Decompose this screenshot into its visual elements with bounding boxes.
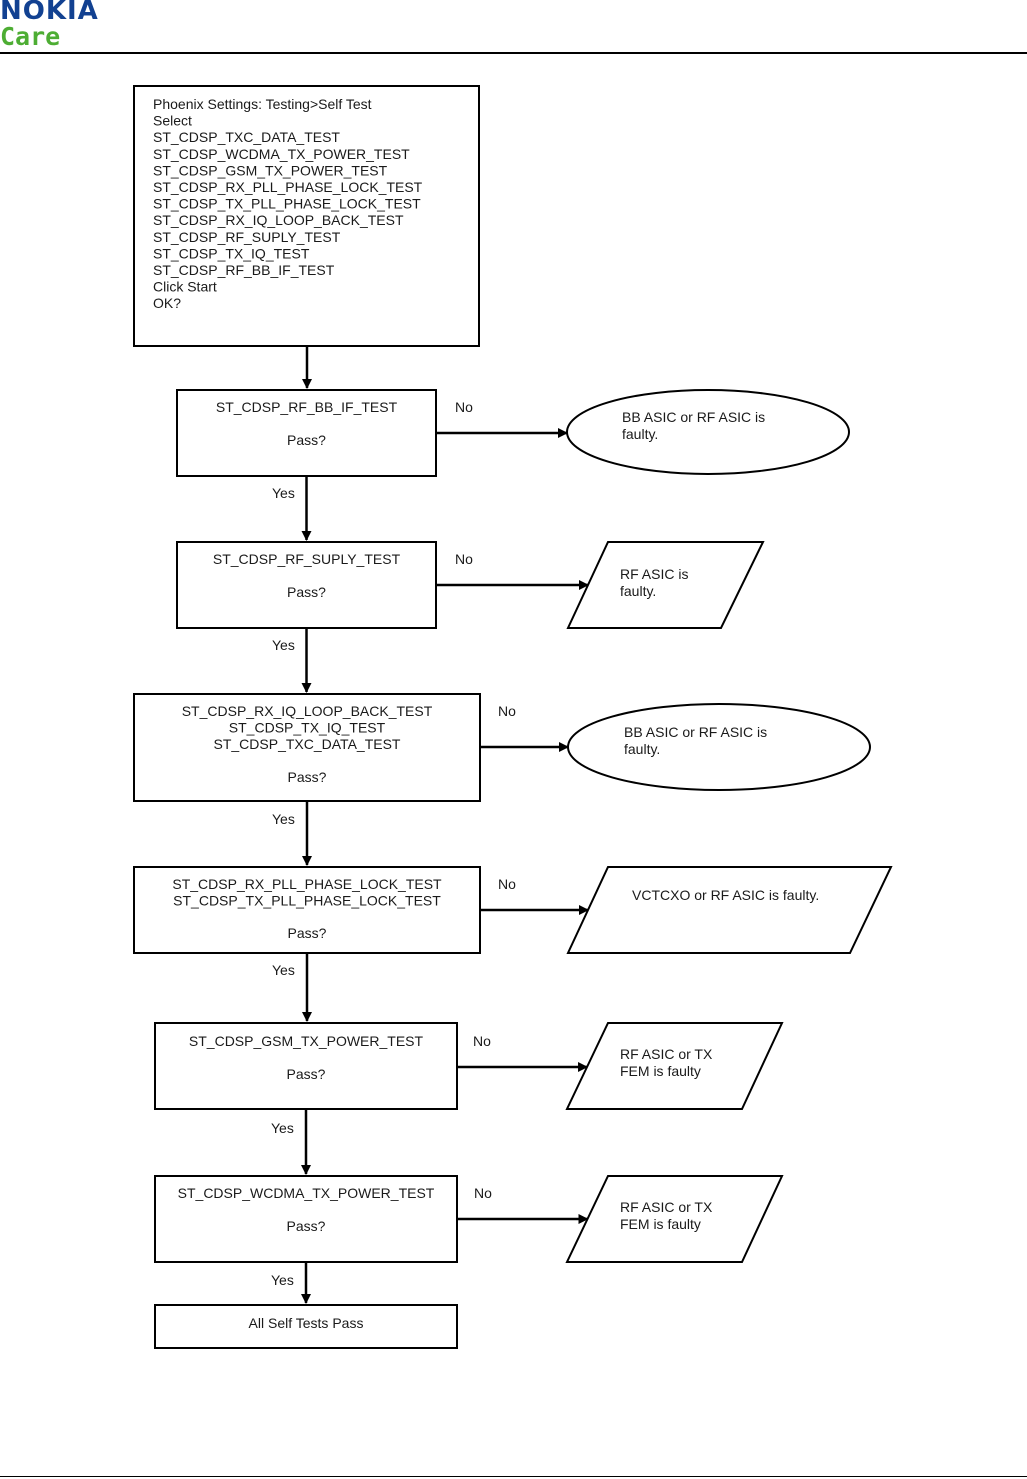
failure-text: faulty.	[620, 583, 656, 599]
start-box-line: Phoenix Settings: Testing>Self Test	[153, 96, 372, 112]
test-name: ST_CDSP_WCDMA_TX_POWER_TEST	[178, 1185, 435, 1201]
pass-question: Pass?	[287, 432, 326, 448]
yes-label: Yes	[272, 485, 295, 501]
failure-text: FEM is faulty	[620, 1216, 701, 1232]
test-name: ST_CDSP_RX_PLL_PHASE_LOCK_TEST	[172, 876, 442, 892]
start-box-line: ST_CDSP_TX_PLL_PHASE_LOCK_TEST	[153, 196, 421, 212]
yes-label: Yes	[271, 1272, 294, 1288]
no-label: No	[455, 551, 473, 567]
start-box-line: Select	[153, 113, 192, 129]
failure-text: faulty.	[624, 741, 660, 757]
test-name: ST_CDSP_TX_PLL_PHASE_LOCK_TEST	[173, 893, 441, 909]
test-name: ST_CDSP_RF_BB_IF_TEST	[216, 399, 398, 415]
start-box-line: ST_CDSP_RF_SUPLY_TEST	[153, 229, 341, 245]
failure-ellipse	[566, 389, 850, 475]
test-name: ST_CDSP_GSM_TX_POWER_TEST	[189, 1033, 424, 1049]
start-box-line: ST_CDSP_WCDMA_TX_POWER_TEST	[153, 146, 410, 162]
start-box-line: ST_CDSP_RX_IQ_LOOP_BACK_TEST	[153, 212, 404, 228]
failure-text: BB ASIC or RF ASIC is	[624, 724, 767, 740]
footer-rule	[0, 1476, 1027, 1477]
header-rule	[0, 52, 1027, 54]
nokia-wordmark: NOKIA	[0, 0, 99, 26]
start-box-line: ST_CDSP_RX_PLL_PHASE_LOCK_TEST	[153, 179, 423, 195]
start-box-line: ST_CDSP_TX_IQ_TEST	[153, 245, 310, 261]
failure-text: FEM is faulty	[620, 1063, 701, 1079]
yes-label: Yes	[271, 1120, 294, 1136]
test-name: ST_CDSP_RX_IQ_LOOP_BACK_TEST	[182, 703, 433, 719]
no-label: No	[474, 1185, 492, 1201]
no-label: No	[473, 1033, 491, 1049]
test-name: ST_CDSP_TX_IQ_TEST	[229, 720, 386, 736]
yes-label: Yes	[272, 962, 295, 978]
start-box-line: Click Start	[153, 279, 217, 295]
failure-text: VCTCXO or RF ASIC is faulty.	[632, 887, 819, 903]
pass-question: Pass?	[288, 769, 327, 785]
start-box-line: OK?	[153, 295, 181, 311]
no-label: No	[498, 703, 516, 719]
failure-text: RF ASIC or TX	[620, 1199, 713, 1215]
failure-parallelogram	[565, 1175, 784, 1263]
yes-label: Yes	[272, 637, 295, 653]
failure-text: RF ASIC or TX	[620, 1046, 713, 1062]
pass-question: Pass?	[287, 584, 326, 600]
pass-question: Pass?	[287, 1066, 326, 1082]
start-box-line: ST_CDSP_GSM_TX_POWER_TEST	[153, 162, 388, 178]
failure-parallelogram	[566, 541, 765, 629]
failure-parallelogram	[565, 1022, 784, 1110]
failure-text: BB ASIC or RF ASIC is	[622, 409, 765, 425]
no-label: No	[498, 876, 516, 892]
start-box-line: ST_CDSP_RF_BB_IF_TEST	[153, 262, 335, 278]
failure-ellipse	[567, 703, 871, 791]
pass-question: Pass?	[288, 925, 327, 941]
end-box-label: All Self Tests Pass	[249, 1315, 364, 1331]
failure-text: RF ASIC is	[620, 566, 688, 582]
test-name: ST_CDSP_TXC_DATA_TEST	[214, 736, 401, 752]
no-label: No	[455, 399, 473, 415]
pass-question: Pass?	[287, 1218, 326, 1234]
start-box-line: ST_CDSP_TXC_DATA_TEST	[153, 129, 340, 145]
failure-parallelogram	[566, 866, 893, 954]
failure-text: faulty.	[622, 426, 658, 442]
test-name: ST_CDSP_RF_SUPLY_TEST	[213, 551, 401, 567]
yes-label: Yes	[272, 811, 295, 827]
end-box	[154, 1304, 458, 1349]
care-wordmark: Care	[0, 22, 61, 51]
